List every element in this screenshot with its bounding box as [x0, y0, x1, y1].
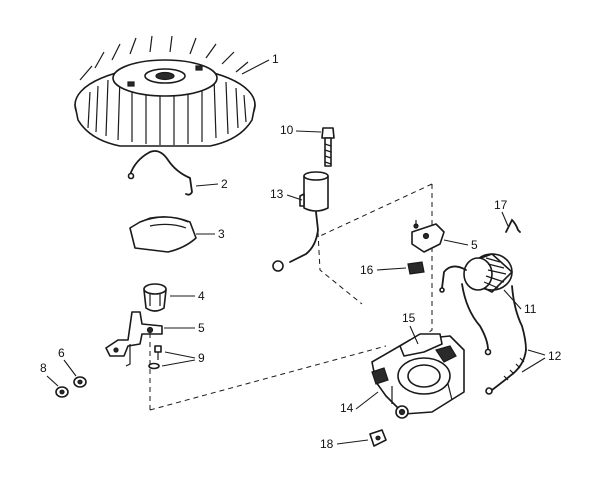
leader-9	[161, 351, 196, 367]
bushing	[143, 283, 167, 312]
callout-17: 17	[494, 198, 508, 212]
callout-12: 12	[548, 349, 562, 363]
leader-8	[46, 375, 59, 387]
callout-6: 6	[58, 346, 65, 360]
callout-13: 13	[270, 187, 284, 201]
callout-14: 14	[340, 401, 354, 415]
flywheel	[74, 35, 256, 147]
callout-3: 3	[218, 227, 225, 241]
callout-2: 2	[221, 177, 228, 191]
wire-clip	[127, 150, 193, 196]
leader-14	[355, 391, 379, 410]
callout-11: 11	[524, 302, 537, 316]
leader-11	[503, 289, 522, 310]
callout-9: 9	[198, 351, 205, 365]
callout-18: 18	[320, 437, 334, 451]
callout-15: 15	[402, 311, 416, 325]
leader-16	[376, 267, 407, 271]
callout-16: 16	[360, 263, 374, 277]
small-nut	[369, 429, 387, 447]
leader-2	[195, 183, 219, 187]
nut-6	[73, 376, 87, 388]
nut-8	[55, 386, 69, 398]
callout-10: 10	[280, 123, 294, 137]
callout-5a: 5	[198, 321, 205, 335]
leader-17	[501, 211, 509, 227]
leader-18	[336, 439, 369, 445]
breaker-assembly	[371, 333, 465, 419]
callout-1: 1	[272, 52, 279, 66]
leads	[485, 285, 527, 395]
ignition-coil	[439, 253, 513, 356]
callout-8: 8	[40, 361, 47, 375]
screw-washer	[148, 345, 162, 370]
leader-10	[295, 130, 322, 133]
leader-15	[409, 325, 419, 345]
condenser	[272, 171, 329, 272]
callout-5b: 5	[471, 238, 478, 252]
bracket-right	[411, 220, 445, 253]
leader-6	[63, 359, 77, 377]
spring-wire	[505, 218, 521, 233]
leader-13	[286, 194, 303, 201]
leader-12	[521, 349, 546, 373]
leader-5b	[443, 239, 469, 246]
leader-1	[241, 59, 270, 75]
small-clip	[407, 261, 425, 275]
callout-4: 4	[198, 289, 205, 303]
bracket-left	[105, 311, 163, 367]
shield	[129, 216, 197, 253]
bolt	[321, 127, 335, 167]
